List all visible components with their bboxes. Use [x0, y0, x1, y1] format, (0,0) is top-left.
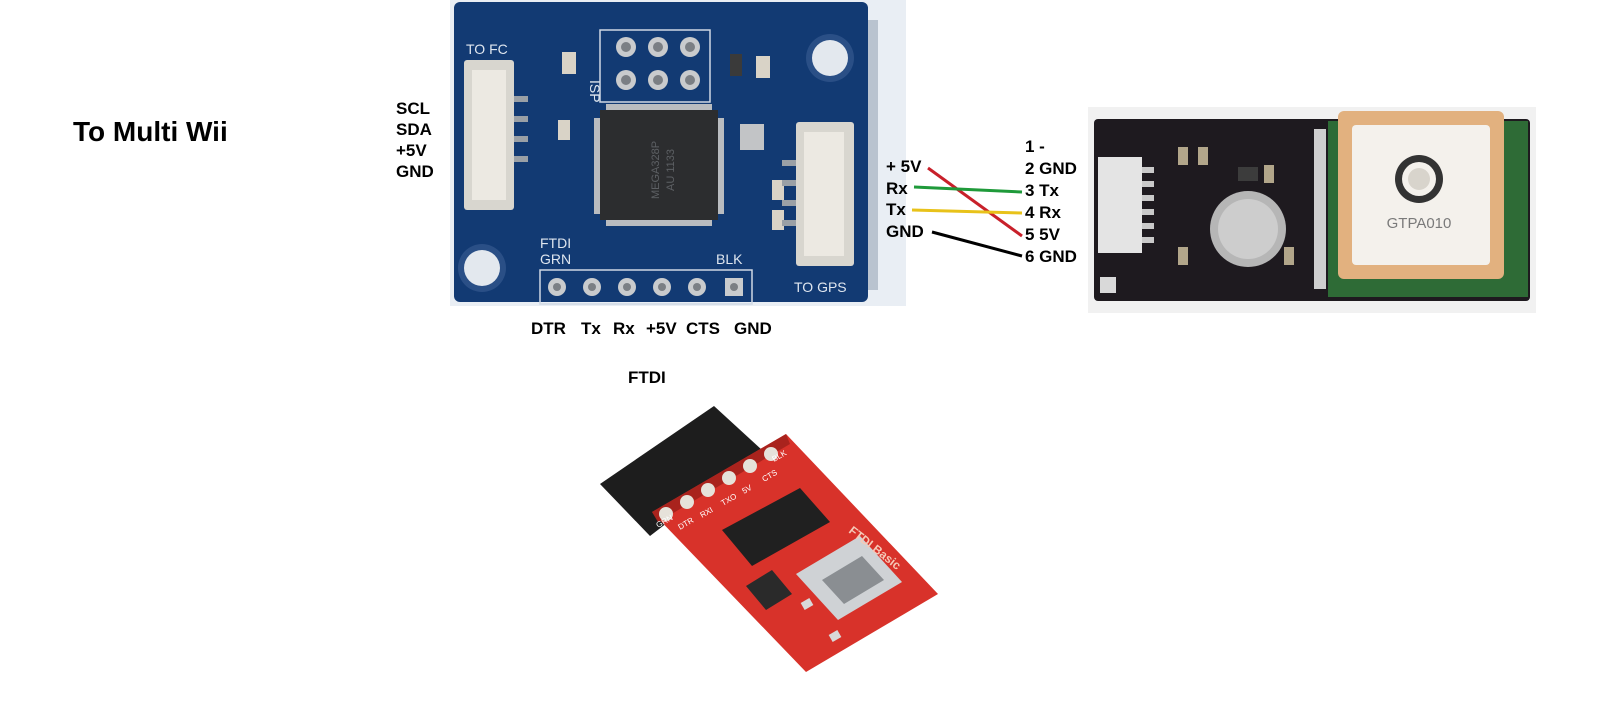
ftdi-chip	[722, 488, 830, 566]
gps-left-rx: Rx	[886, 179, 908, 198]
ftdi-pin-cts: CTS	[686, 319, 720, 338]
gps-left-5v: + 5V	[886, 157, 922, 176]
gps-connector	[1098, 157, 1142, 253]
atmega-chip: MEGA328P AU 1133	[594, 104, 724, 226]
fc-pin-scl: SCL	[396, 99, 430, 118]
antenna-label: GTPA010	[1387, 215, 1452, 232]
wire-tx-rx	[911, 208, 1023, 215]
silk-ftdi: FTDI	[540, 235, 571, 251]
ftdi-header	[539, 269, 753, 305]
isp-header	[599, 29, 711, 103]
gps-pin-1: 1 -	[1025, 137, 1045, 156]
silk-to-fc: TO FC	[466, 41, 508, 57]
chip-marking: MEGA328P	[650, 141, 662, 199]
wire-5v	[927, 166, 1023, 238]
gps-pin-3: 3 Tx	[1025, 181, 1060, 200]
ftdi-pin-gnd: GND	[734, 319, 772, 338]
page-title: To Multi Wii	[73, 116, 228, 147]
mount-hole	[812, 40, 848, 76]
gps-left-gnd: GND	[886, 222, 924, 241]
gps-module-image: GTPA010	[1088, 107, 1536, 313]
wire-rx-tx	[913, 185, 1023, 194]
gps-pin-6: 6 GND	[1025, 247, 1077, 266]
mount-hole	[464, 250, 500, 286]
i2c-gps-board-image: MEGA328P AU 1133 TO FC ISP FTDI GRN BLK …	[450, 0, 906, 306]
ftdi-pin-tx: Tx	[581, 319, 601, 338]
ftdi-pcb	[652, 434, 938, 672]
silk-isp: ISP	[587, 80, 603, 103]
ftdi-pin-rx: Rx	[613, 319, 635, 338]
fc-pin-5v: +5V	[396, 141, 427, 160]
chip-marking: AU 1133	[665, 149, 677, 191]
ftdi-title: FTDI	[628, 368, 666, 387]
ftdi-pin-5v: +5V	[646, 319, 677, 338]
fc-pin-sda: SDA	[396, 120, 432, 139]
ftdi-basic-board-image: GRN DTR RXI TXO 5V CTS BLK FTDI Basic	[600, 406, 938, 672]
ftdi-pin-dtr: DTR	[531, 319, 566, 338]
gps-left-tx: Tx	[886, 200, 906, 219]
silk-grn: GRN	[540, 251, 571, 267]
silk-blk: BLK	[716, 251, 743, 267]
wire-gnd	[931, 230, 1023, 258]
fc-pin-gnd: GND	[396, 162, 434, 181]
gps-pin-4: 4 Rx	[1025, 203, 1061, 222]
silk-to-gps: TO GPS	[794, 279, 847, 295]
gps-pin-5: 5 5V	[1025, 225, 1060, 244]
ftdi-female-header	[600, 406, 762, 536]
gps-pin-2: 2 GND	[1025, 159, 1077, 178]
